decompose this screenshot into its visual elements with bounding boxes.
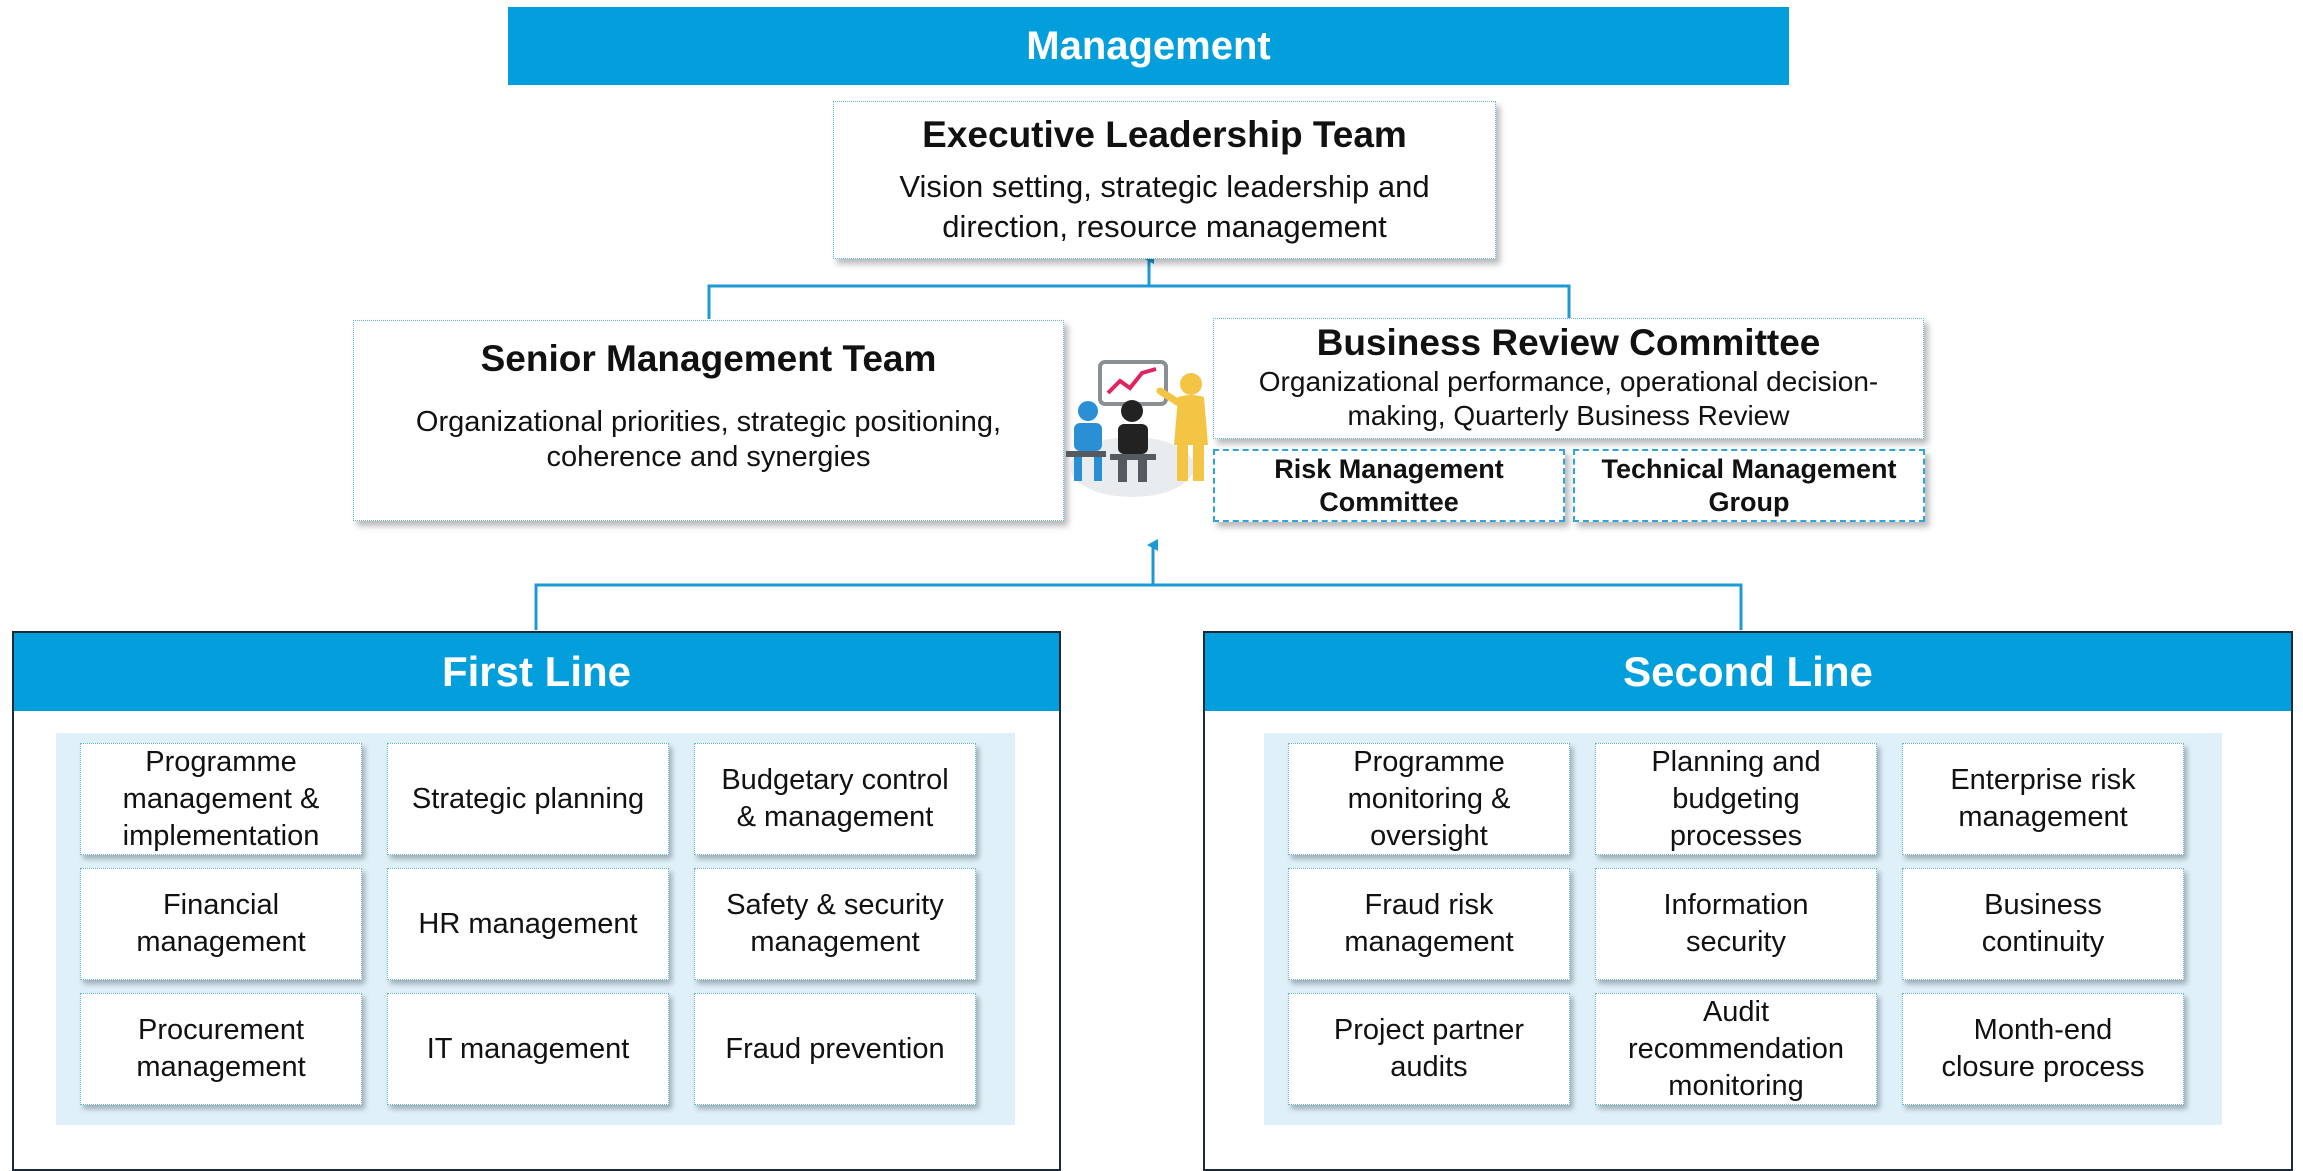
- executive-leadership-team-card: Executive Leadership Team Vision setting…: [833, 101, 1496, 259]
- function-box: IT management: [387, 993, 669, 1105]
- smt-desc-line2: coherence and synergies: [546, 441, 871, 473]
- elt-desc-line1: Vision setting, strategic leadership and: [899, 169, 1430, 204]
- tmg-line2: Group: [1708, 486, 1790, 517]
- elt-desc-line2: direction, resource management: [942, 209, 1387, 244]
- connector-smt-brc-to-elt: [707, 284, 1571, 319]
- function-box: Strategic planning: [387, 743, 669, 855]
- first-line-header: First Line: [14, 633, 1059, 711]
- business-review-committee-card: Business Review Committee Organizational…: [1213, 318, 1924, 439]
- senior-management-team-card: Senior Management Team Organizational pr…: [353, 320, 1064, 521]
- rmc-line1: Risk Management: [1274, 453, 1504, 484]
- second-line-title: Second Line: [1623, 648, 1873, 695]
- technical-management-group-card: Technical Management Group: [1573, 449, 1925, 522]
- brc-desc-line1: Organizational performance, operational …: [1258, 366, 1879, 397]
- smt-title: Senior Management Team: [480, 338, 937, 379]
- smt-desc-line1: Organizational priorities, strategic pos…: [415, 406, 1002, 438]
- function-box: Fraud prevention: [694, 993, 976, 1105]
- management-banner: Management: [508, 7, 1789, 85]
- elt-title: Executive Leadership Team: [922, 114, 1407, 155]
- function-box: Budgetary control& management: [694, 743, 976, 855]
- connector-lines-to-management: [534, 583, 1743, 630]
- brc-desc-line2: making, Quarterly Business Review: [1347, 400, 1790, 431]
- function-box: HR management: [387, 868, 669, 980]
- management-title: Management: [1026, 23, 1271, 68]
- meeting-presentation-icon: [1062, 355, 1220, 497]
- rmc-line2: Committee: [1319, 486, 1459, 517]
- second-line-header: Second Line: [1205, 633, 2291, 711]
- tmg-line1: Technical Management: [1601, 453, 1897, 484]
- first-line-title: First Line: [441, 648, 632, 695]
- brc-title: Business Review Committee: [1316, 322, 1821, 363]
- risk-management-committee-card: Risk Management Committee: [1213, 449, 1565, 522]
